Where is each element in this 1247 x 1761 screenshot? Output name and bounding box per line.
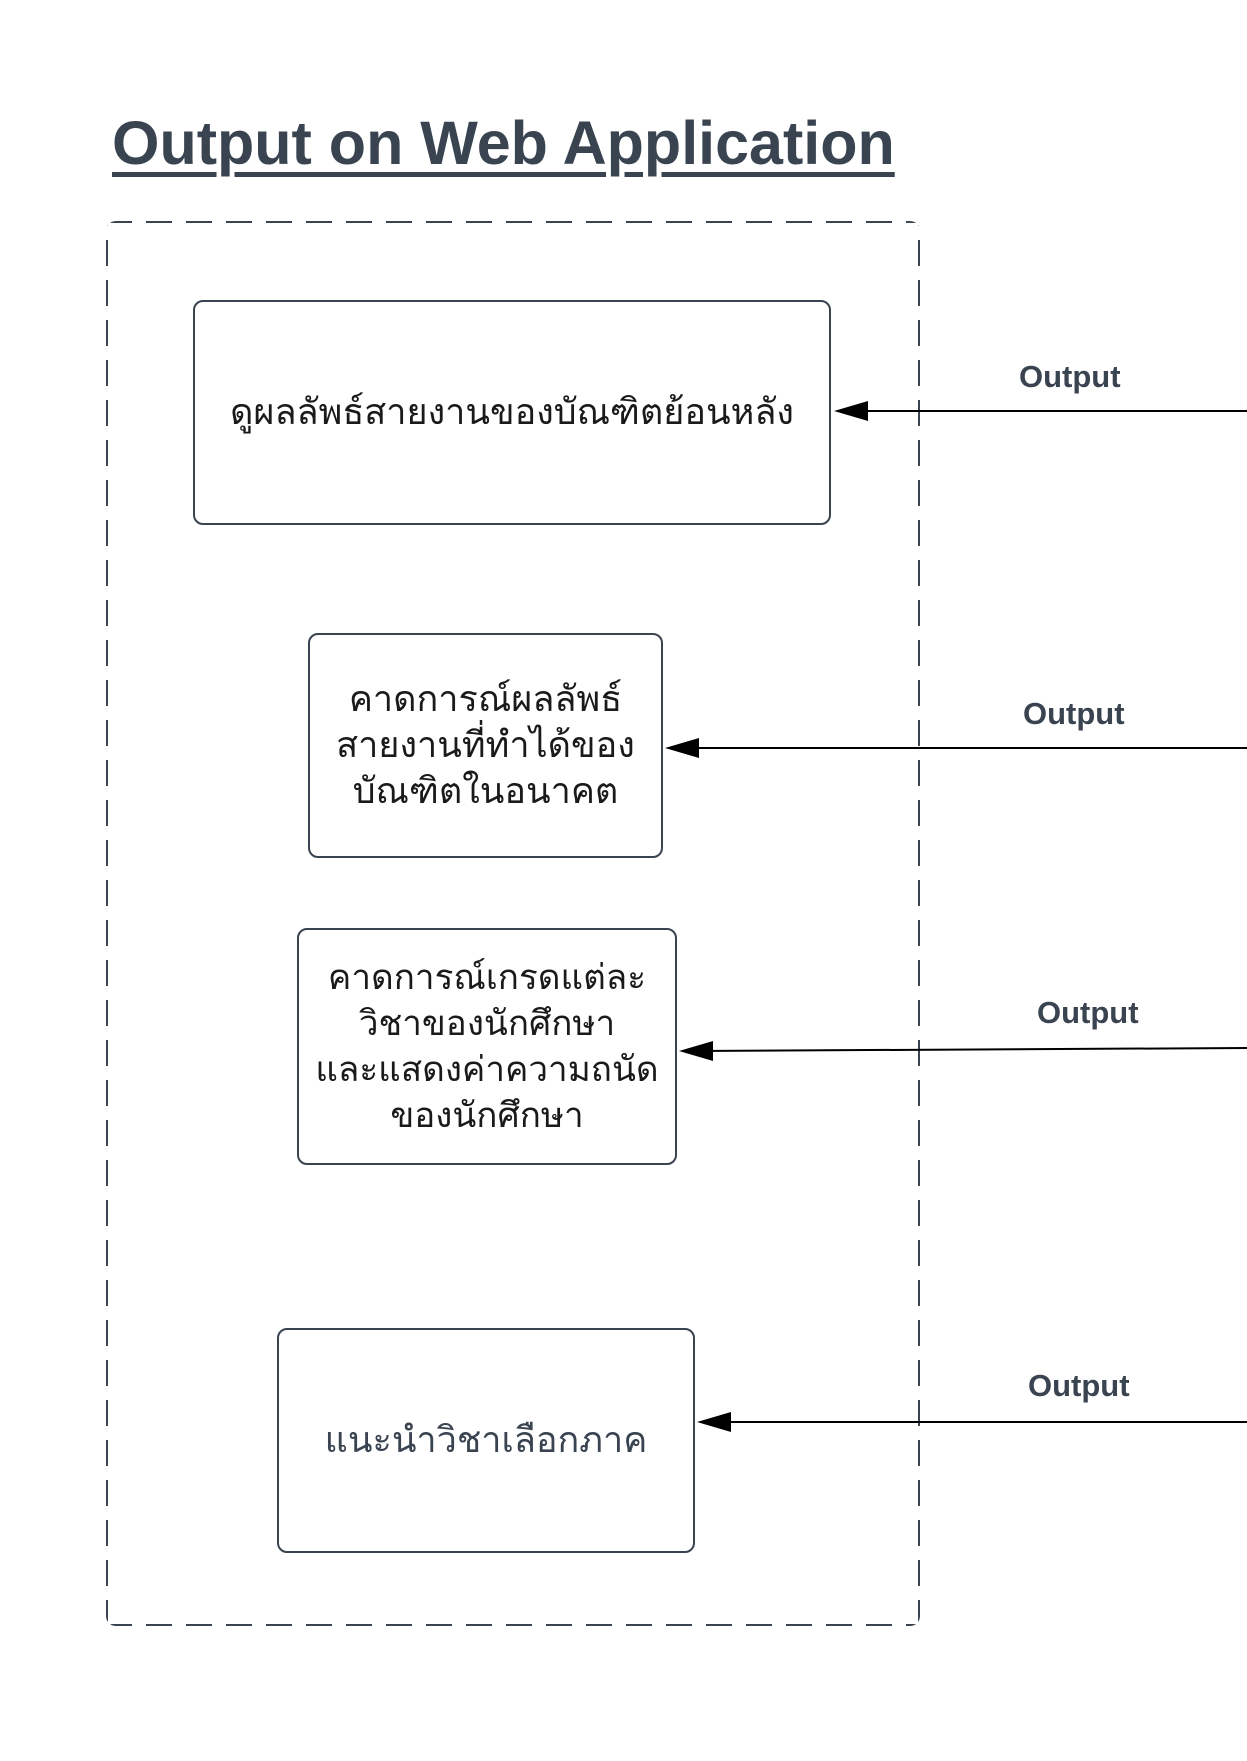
box-text-line: คาดการณ์เกรดแต่ละ bbox=[327, 957, 647, 998]
box-text-line: ของนักศึกษา bbox=[390, 1095, 584, 1136]
output-label: Output bbox=[1023, 696, 1125, 731]
box-text-line: วิชาของนักศึกษา bbox=[358, 1003, 616, 1044]
box-text-line: สายงานที่ทำได้ของ bbox=[336, 724, 635, 766]
box-text-line: และแสดงค่าความถนัด bbox=[315, 1049, 659, 1090]
box-text-line: บัณฑิตในอนาคต bbox=[352, 770, 619, 812]
diagram-title: Output on Web Application bbox=[112, 109, 895, 177]
output-label: Output bbox=[1028, 1368, 1130, 1403]
output-label: Output bbox=[1037, 995, 1139, 1030]
output-box-elective-recommendation: แนะนำวิชาเลือกภาค bbox=[277, 1328, 695, 1553]
output-label: Output bbox=[1019, 359, 1121, 394]
output-box-past-career-results: ดูผลลัพธ์สายงานของบัณฑิตย้อนหลัง bbox=[193, 300, 831, 525]
output-box-grade-prediction: คาดการณ์เกรดแต่ละ วิชาของนักศึกษา และแสด… bbox=[297, 928, 677, 1165]
output-box-career-prediction: คาดการณ์ผลลัพธ์ สายงานที่ทำได้ของ บัณฑิต… bbox=[308, 633, 663, 858]
box-text-line: แนะนำวิชาเลือกภาค bbox=[324, 1419, 648, 1461]
box-text-line: ดูผลลัพธ์สายงานของบัณฑิตย้อนหลัง bbox=[230, 391, 794, 433]
box-text-line: คาดการณ์ผลลัพธ์ bbox=[348, 678, 623, 720]
